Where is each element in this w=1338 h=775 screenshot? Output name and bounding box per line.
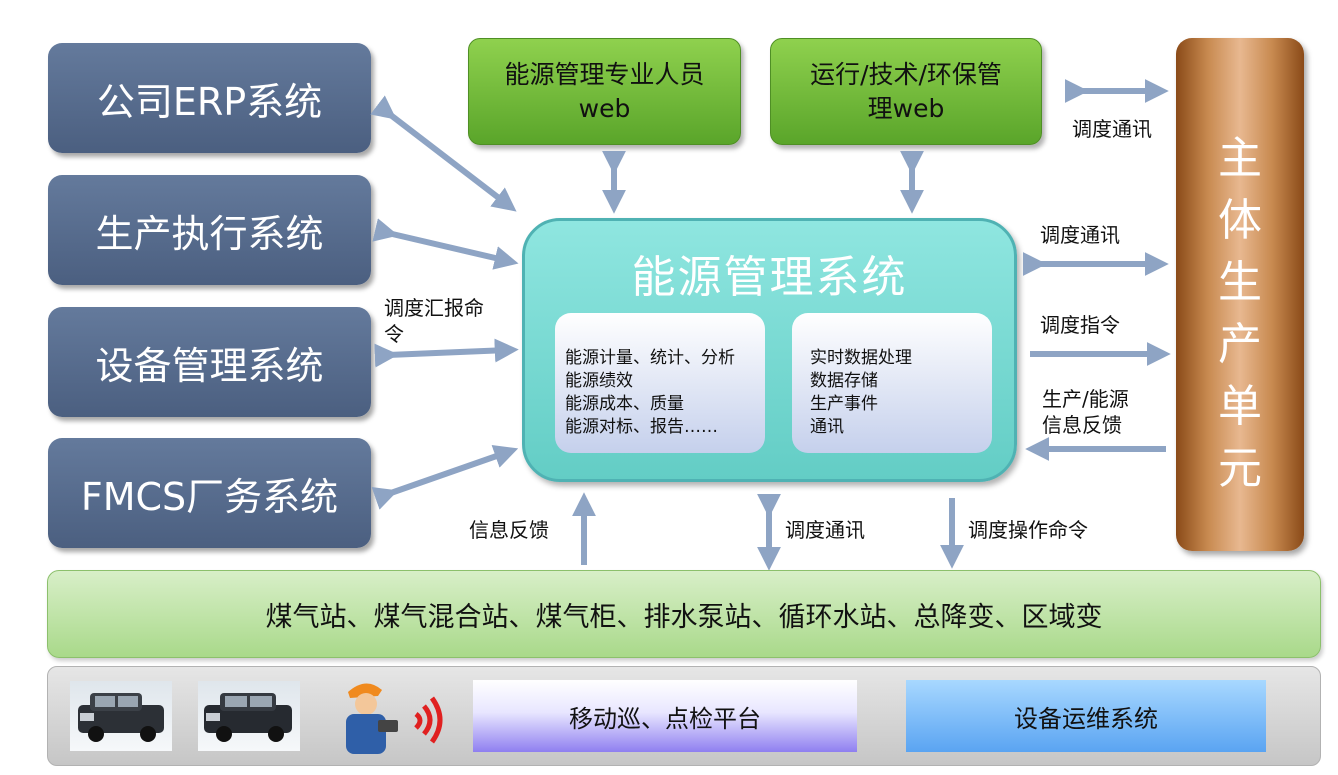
data-processing-panel: 实时数据处理 数据存储 生产事件 通讯: [792, 313, 992, 453]
panel-left-line: 能源成本、质量: [565, 394, 684, 414]
panel-right-line: 生产事件: [810, 394, 878, 414]
inspector-with-signal: [338, 676, 462, 756]
production-feedback-label: 生产/能源 信息反馈: [1042, 386, 1129, 438]
panel-left-line: 能源绩效: [565, 371, 633, 391]
energy-analysis-panel: 能源计量、统计、分析 能源绩效 能源成本、质量 能源对标、报告……: [555, 313, 765, 453]
panel-right-line: 数据存储: [810, 371, 878, 391]
main-production-unit: 主体生产单元: [1176, 38, 1304, 551]
panel-right-line: 通讯: [810, 417, 844, 437]
vehicle-image-1: [70, 681, 172, 751]
ops-mgmt-web-box: 运行/技术/环保管 理web: [770, 38, 1042, 145]
panel-left-line: 能源对标、报告……: [565, 417, 718, 437]
dispatch-comm-bottom-label: 调度通讯: [785, 518, 865, 542]
center-title: 能源管理系统: [631, 252, 908, 303]
erp-system-box: 公司ERP系统: [48, 43, 371, 153]
info-feedback-label: 信息反馈: [469, 518, 549, 542]
dispatch-comm-top-label: 调度通讯: [1072, 117, 1152, 141]
dispatch-report-label: 调度汇报命 令: [384, 295, 484, 347]
energy-staff-line2: web: [578, 93, 631, 123]
ops-mgmt-line2: 理web: [867, 93, 945, 123]
dispatch-operation-label: 调度操作命令: [968, 518, 1088, 542]
vehicle-image-2: [198, 681, 300, 751]
main-production-unit-label: 主体生产单元: [1218, 133, 1262, 494]
fmcs-system-box: FMCS厂务系统: [48, 438, 371, 548]
production-feedback-line2: 信息反馈: [1042, 413, 1122, 437]
panel-left-line: 能源计量、统计、分析: [565, 348, 735, 368]
dispatch-instruction-label: 调度指令: [1040, 313, 1120, 337]
equipment-ops-system: 设备运维系统: [906, 680, 1266, 752]
panel-right-line: 实时数据处理: [810, 348, 912, 368]
equipment-arrow: [374, 338, 519, 368]
dispatch-report-line1: 调度汇报命: [384, 296, 484, 320]
equipment-mgmt-system-box: 设备管理系统: [48, 307, 371, 417]
fmcs-arrow: [371, 445, 519, 510]
mes-arrow: [372, 218, 519, 270]
dispatch-report-line2: 令: [384, 322, 404, 346]
mes-system-box: 生产执行系统: [48, 175, 371, 285]
inspector-icon: [346, 683, 443, 754]
car-icon: [204, 693, 292, 742]
car-icon: [78, 693, 164, 742]
mobile-inspection-platform: 移动巡、点检平台: [473, 680, 857, 752]
dispatch-comm-mid-label: 调度通讯: [1040, 223, 1120, 247]
energy-management-system: 能源管理系统 能源计量、统计、分析 能源绩效 能源成本、质量 能源对标、报告………: [522, 218, 1017, 482]
erp-arrow: [370, 95, 517, 212]
production-feedback-line1: 生产/能源: [1042, 387, 1129, 411]
energy-staff-line1: 能源管理专业人员: [504, 59, 705, 89]
ops-mgmt-line1: 运行/技术/环保管: [810, 59, 1002, 89]
stations-bar: 煤气站、煤气混合站、煤气柜、排水泵站、循环水站、总降变、区域变: [47, 570, 1321, 658]
